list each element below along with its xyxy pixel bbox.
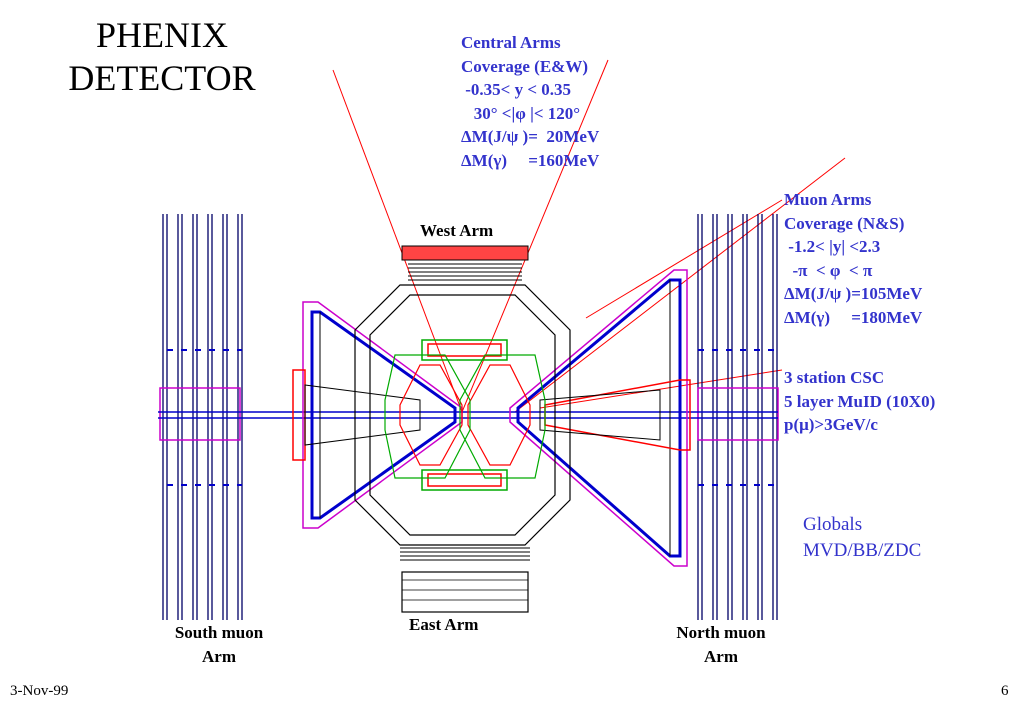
west-arm-label: West Arm: [420, 221, 494, 240]
south-muon-arm-label-line-2: Arm: [202, 647, 236, 666]
east-arm-detector: [400, 547, 530, 613]
pointer-line-csc: [539, 369, 783, 409]
north-muon-arm-label-line-2: Arm: [704, 647, 738, 666]
pointer-line-muon-arm: [585, 199, 783, 319]
footer-date: 3-Nov-99: [10, 683, 69, 699]
north-muon-arm-label: North muon Arm: [664, 621, 778, 669]
title-line-1: PHENIX: [96, 15, 228, 55]
central-arms-line-2: Coverage (E&W): [461, 56, 588, 76]
globals-annotation: Globals MVD/BB/ZDC: [803, 512, 921, 564]
south-muon-identifier: [162, 214, 243, 620]
central-arms-line-1: Central Arms: [461, 33, 561, 52]
central-arms-line-6: ΔM(γ) =160MeV: [461, 150, 600, 170]
central-arms-line-4: 30° <|φ |< 120°: [461, 103, 581, 123]
south-muon-magnet: [292, 301, 463, 529]
south-muon-arm-label: South muon Arm: [162, 621, 276, 669]
central-arms-annotation: Central Arms Coverage (E&W) -0.35< y < 0…: [461, 31, 599, 172]
muon-detectors-line-1: 3 station CSC: [784, 368, 885, 387]
muon-arms-line-3: -1.2< |y| <2.3: [784, 237, 881, 256]
muon-arms-line-1: Muon Arms: [784, 190, 872, 209]
north-muon-identifier: [697, 214, 778, 620]
slide-title: PHENIX DETECTOR: [42, 14, 282, 100]
footer-page-number: 6: [1001, 683, 1009, 699]
west-arm-emcal: [401, 245, 529, 261]
muon-detectors-line-3: p(μ)>3GeV/c: [784, 415, 878, 434]
south-muon-box: [159, 387, 241, 441]
north-muon-magnet: [509, 269, 691, 567]
globals-line-1: Globals: [803, 514, 863, 535]
muon-detectors-annotation: 3 station CSC 5 layer MuID (10X0) p(μ)>3…: [784, 366, 935, 437]
pointer-line-central-right: [461, 59, 609, 413]
title-line-2: DETECTOR: [68, 58, 256, 98]
north-muon-box: [697, 387, 779, 441]
muon-detectors-line-2: 5 layer MuID (10X0): [784, 391, 936, 411]
globals-line-2: MVD/BB/ZDC: [803, 540, 922, 561]
south-muon-arm-label-line-1: South muon: [174, 623, 264, 642]
west-arm-detector: [401, 245, 529, 281]
east-arm-label: East Arm: [409, 615, 479, 634]
muon-arms-line-4: -π < φ < π: [784, 260, 873, 280]
muon-arms-annotation: Muon Arms Coverage (N&S) -1.2< |y| <2.3 …: [784, 188, 922, 329]
muon-arms-line-5: ΔM(J/ψ )=105MeV: [784, 284, 923, 303]
east-arm-emcal: [401, 571, 529, 613]
north-muon-arm-label-line-1: North muon: [676, 623, 766, 642]
central-magnet: [354, 284, 571, 546]
central-arms-line-3: -0.35< y < 0.35: [461, 80, 572, 99]
muon-arms-line-2: Coverage (N&S): [784, 213, 905, 233]
muon-arms-line-6: ΔM(γ) =180MeV: [784, 307, 923, 327]
central-arms-line-5: ΔM(J/ψ )= 20MeV: [461, 127, 600, 146]
